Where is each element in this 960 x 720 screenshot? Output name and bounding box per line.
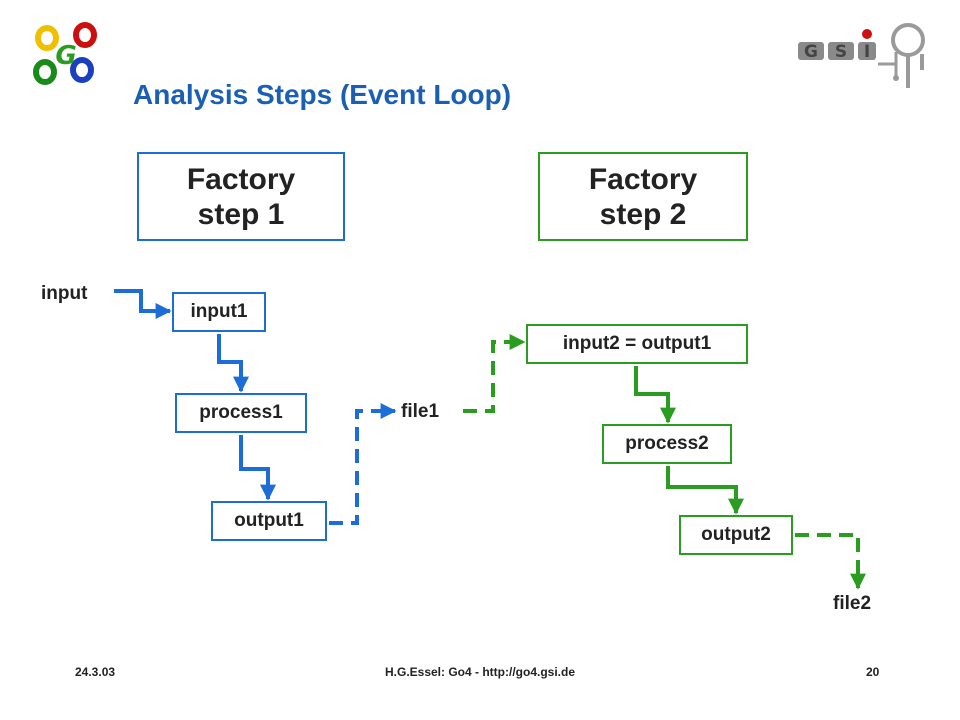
footer-author-url: H.G.Essel: Go4 - http://go4.gsi.de	[384, 665, 576, 679]
node-process2: process2	[602, 424, 732, 464]
factory-step2-line2: step 2	[599, 197, 687, 231]
arrow-output1-to-file1	[329, 403, 397, 525]
factory-step1-box: Factory step 1	[137, 152, 345, 241]
svg-text:G: G	[55, 41, 76, 71]
slide-title: Analysis Steps (Event Loop)	[133, 79, 512, 110]
svg-text:I: I	[864, 42, 870, 62]
factory-step1-line1: Factory	[186, 162, 296, 196]
node-output2: output2	[679, 515, 793, 555]
label-file1: file1	[401, 401, 440, 422]
arrow-process2-to-output2	[666, 466, 744, 515]
footer-page-number: 20	[866, 665, 880, 679]
node-output1: output1	[211, 501, 327, 541]
node-input1: input1	[172, 292, 266, 332]
arrow-process1-to-output1	[239, 435, 276, 501]
factory-step2-line1: Factory	[588, 162, 698, 196]
factory-step1-line2: step 1	[197, 197, 285, 231]
factory-step2-box: Factory step 2	[538, 152, 748, 241]
svg-text:G: G	[804, 42, 818, 62]
arrow-output2-to-file2	[795, 533, 866, 590]
node-process1: process1	[175, 393, 307, 433]
node-input2: input2 = output1	[526, 324, 748, 364]
gsi-logo: G S I	[798, 23, 925, 88]
arrow-input2-to-process2	[634, 366, 676, 424]
label-input: input	[41, 283, 88, 304]
arrow-input-to-input1	[114, 289, 172, 319]
label-file2: file2	[833, 593, 872, 614]
arrow-input1-to-process1	[217, 334, 249, 393]
footer-date: 24.3.03	[75, 665, 116, 679]
go4-logo: G	[33, 22, 97, 85]
arrow-file1-to-input2	[463, 334, 526, 413]
svg-text:S: S	[835, 42, 847, 62]
